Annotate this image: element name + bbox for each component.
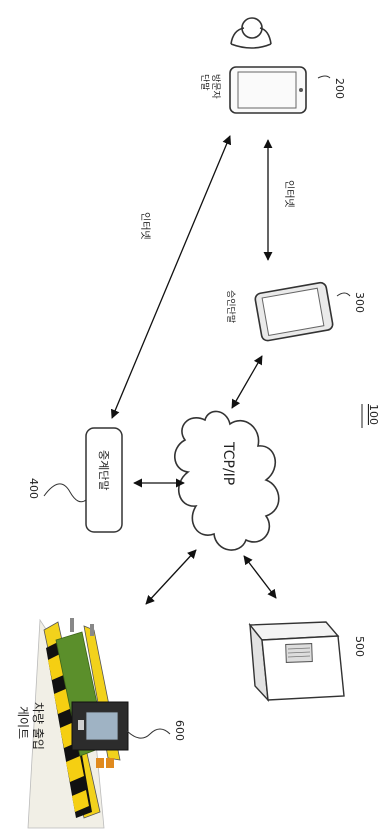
visitor-terminal-label-1: 방문자: [210, 74, 221, 100]
relay-terminal-label: 중계단말: [97, 450, 110, 490]
figure-ref: 100: [367, 404, 380, 425]
visitor-phone-icon: [230, 67, 306, 113]
gate-label-2: 게이트: [16, 706, 30, 739]
approver-network-link: [232, 356, 262, 408]
visitor-terminal-ref: 200: [333, 78, 346, 99]
user-icon: [231, 18, 271, 48]
gate-label-1: 차량 출입: [31, 702, 45, 750]
server-ref: 500: [353, 636, 366, 657]
visitor-relay-link: [112, 136, 230, 418]
network-label: TCP/IP: [220, 441, 236, 485]
relay-terminal-ref: 400: [27, 478, 40, 499]
gate-ref: 600: [173, 720, 186, 741]
server-icon: [250, 622, 344, 700]
network-server-link: [244, 556, 276, 598]
visitor-terminal-label-2: 단말: [199, 74, 211, 91]
network-gate-link: [146, 550, 196, 604]
approver-terminal-label: 승인단말: [225, 290, 237, 323]
approver-terminal-ref: 300: [353, 292, 366, 313]
internet-label-right: 인터넷: [283, 180, 295, 208]
approver-phone-icon: [254, 282, 333, 342]
internet-label-left: 인터넷: [139, 212, 151, 240]
